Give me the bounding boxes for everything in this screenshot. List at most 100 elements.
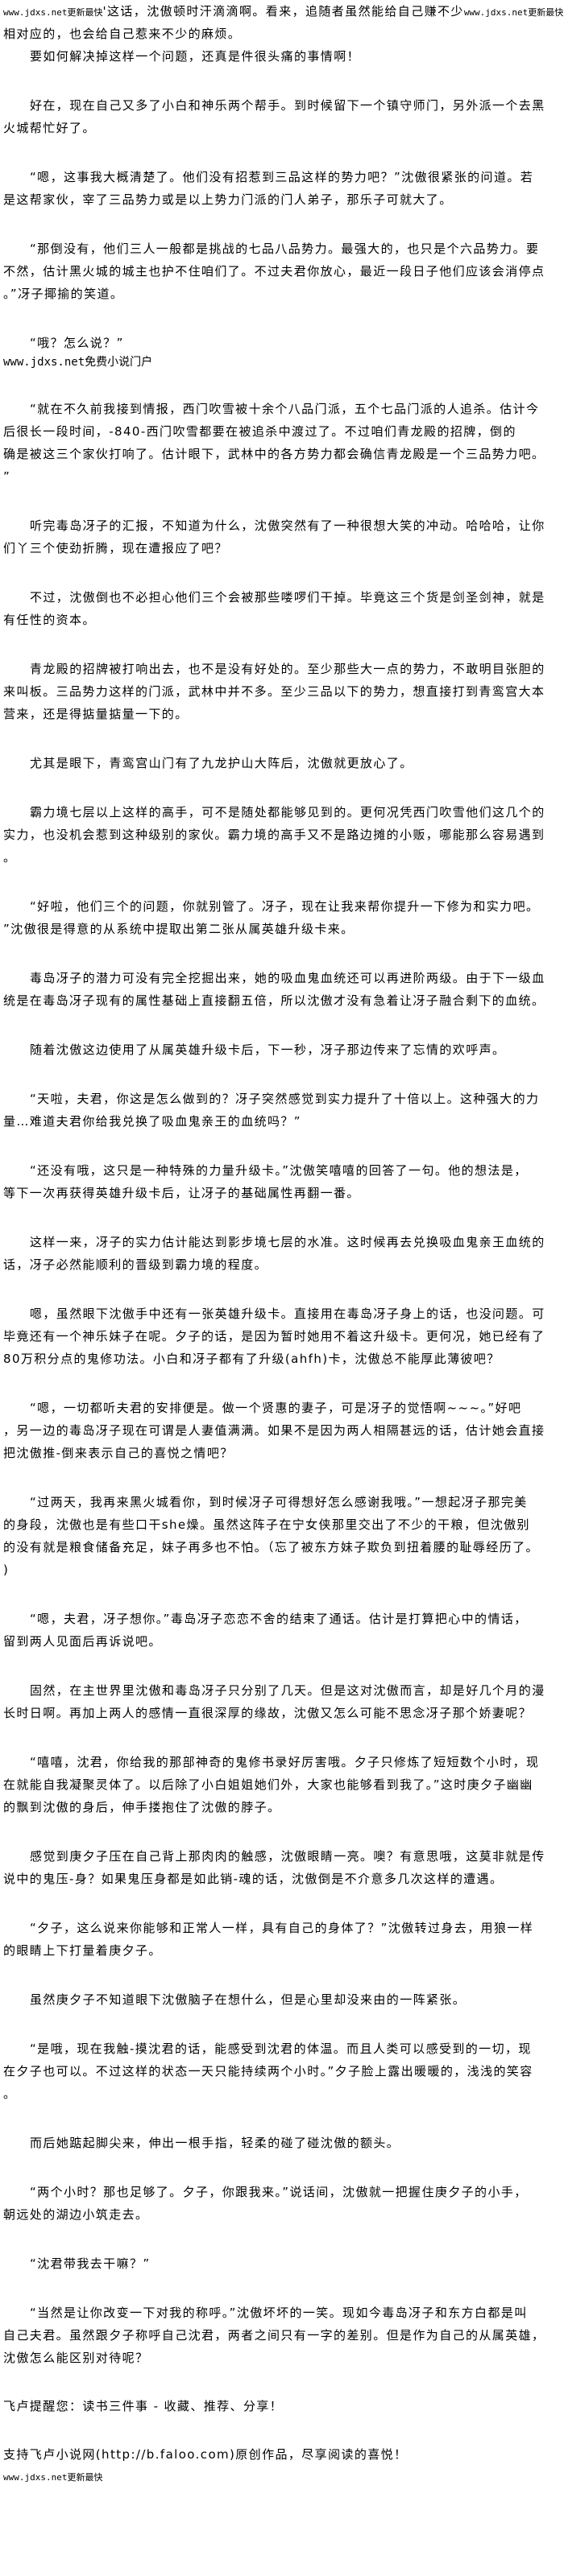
paragraph-line: ，另一边的毒岛冴子现在可谓是人妻值满满。如果不是因为两人相隔甚远的话，估计她会直… bbox=[3, 1423, 545, 1438]
paragraph: 听完毒岛冴子的汇报，不知道为什么，沈傲突然有了一种很想大笑的冲动。哈哈哈，让你们… bbox=[3, 514, 564, 559]
paragraph-line: 有任性的资本。 bbox=[3, 613, 96, 627]
paragraph-line: 这样一来，冴子的实力估计能达到影步境七层的水准。这时候再去兑换吸血鬼亲王血统的 bbox=[30, 1235, 545, 1249]
paragraph-line: 的飘到沈傲的身后，伸手搂抱住了沈傲的脖子。 bbox=[3, 1800, 281, 1814]
paragraph: 好在，现在自己又多了小白和神乐两个帮手。到时候留下一个镇守师门，另外派一个去黑火… bbox=[3, 94, 564, 139]
reminder-text: 飞卢提醒您：读书三件事 - 收藏、推荐、分享！ bbox=[3, 2399, 284, 2413]
paragraph: 要如何解决掉这样一个问题，还真是件很头痛的事情啊！ bbox=[3, 45, 564, 68]
paragraph-line: “天啦，夫君，你这是怎么做到的？冴子突然感觉到实力提升了十倍以上。这种强大的力 bbox=[30, 1092, 540, 1106]
paragraph-line: 相对应的，也会给自己惹来不少的麻烦。 bbox=[3, 27, 242, 41]
footer-reminder: 飞卢提醒您：读书三件事 - 收藏、推荐、分享！ bbox=[3, 2395, 564, 2417]
paragraph-line: 沈傲怎么能区别对待呢？ bbox=[3, 2351, 149, 2365]
paragraph: “天啦，夫君，你这是怎么做到的？冴子突然感觉到实力提升了十倍以上。这种强大的力量… bbox=[3, 1088, 564, 1133]
paragraph-line: 青龙殿的招牌被打响出去，也不是没有好处的。至少那些大一点的势力，不敢明目张胆的 bbox=[30, 662, 545, 676]
paragraph-line: 确是被这三个家伙打响了。估计眼下，武林中的各方势力都会确信青龙殿是一个三品势力吧… bbox=[3, 447, 545, 461]
paragraph-line: 不然，估计黑火城的城主也护不住咱们了。不过夫君你放心，最近一段日子他们应该会消停… bbox=[3, 264, 545, 279]
paragraph: “两个小时？那也足够了。夕子，你跟我来。”说话间，沈傲就一把握住庚夕子的小手， 朝… bbox=[3, 2181, 564, 2226]
paragraph: “那倒没有，他们三人一般都是挑战的七品八品势力。最强大的，也只是个六品势力。要不… bbox=[3, 237, 564, 305]
paragraph-line: 好在，现在自己又多了小白和神乐两个帮手。到时候留下一个镇守师门，另外派一个去黑 bbox=[30, 98, 545, 113]
opening-paragraph: www.jdxs.net更新最快 '这话，沈傲顿时汗滴滴啊。看来，追随者虽然能给… bbox=[3, 0, 564, 45]
paragraph-line: 实力，也没机会惹到这种级别的家伙。霸力境的高手又不是路边摊的小贩，哪能那么容易遇… bbox=[3, 828, 545, 842]
paragraph-line: 不过，沈傲倒也不必担心他们三个会被那些喽啰们干掉。毕竟这三个货是剑圣剑神，就是 bbox=[30, 590, 545, 605]
footer-support: 支持飞卢小说网(http://b.faloo.com)原创作品，尽享阅读的喜悦！ bbox=[3, 2443, 564, 2466]
paragraph-line: 在就能自我凝聚灵体了。以后除了小白姐姐她们外，大家也能够看到我了。”这时庚夕子幽… bbox=[3, 1777, 533, 1792]
paragraph-line: “那倒没有，他们三人一般都是挑战的七品八品势力。最强大的，也只是个六品势力。要 bbox=[30, 242, 540, 256]
paragraph: 嗯，虽然眼下沈傲手中还有一张英雄升级卡。直接用在毒岛冴子身上的话，也没问题。可毕… bbox=[3, 1302, 564, 1370]
paragraph: 毒岛冴子的潜力可没有完全挖掘出来，她的吸血鬼血统还可以再进阶两级。由于下一级血统… bbox=[3, 967, 564, 1012]
paragraph-line: 的眼睛上下打量着庚夕子。 bbox=[3, 1943, 162, 1958]
paragraph-line: 营来，还是得掂量掂量一下的。 bbox=[3, 707, 189, 721]
paragraph-line: 话，冴子必然能顺利的晋级到霸力境的程度。 bbox=[3, 1257, 268, 1272]
paragraph-line: ” bbox=[3, 469, 11, 484]
watermark-left: www.jdxs.net更新最快 bbox=[3, 7, 103, 18]
paragraph: “夕子，这么说来你能够和正常人一样，具有自己的身体了？”沈傲转过身去，用狼一样的… bbox=[3, 1917, 564, 1962]
paragraph: “当然是让你改变一下对我的称呼。”沈傲坏坏的一笑。现如今毒岛冴子和东方白都是叫自… bbox=[3, 2301, 564, 2369]
first-line: www.jdxs.net更新最快 '这话，沈傲顿时汗滴滴啊。看来，追随者虽然能给… bbox=[3, 0, 563, 23]
paragraph-line: 自己夫君。虽然跟夕子称呼自己沈君，两者之间只有一字的差别。但是作为自己的从属英雄… bbox=[3, 2328, 545, 2343]
paragraph-line: 的没有就是粮食储备充足，妹子再多也不怕。（忘了被东方妹子欺负到扭着腰的耻辱经历了… bbox=[3, 1540, 539, 1554]
support-text: 支持飞卢小说网(http://b.faloo.com)原创作品，尽享阅读的喜悦！ bbox=[3, 2447, 408, 2462]
footer-watermark: www.jdxs.net更新最快 bbox=[3, 2471, 564, 2485]
paragraph-line: “夕子，这么说来你能够和正常人一样，具有自己的身体了？”沈傲转过身去，用狼一样 bbox=[30, 1921, 534, 1935]
chapter-text: www.jdxs.net更新最快 '这话，沈傲顿时汗滴滴啊。看来，追随者虽然能给… bbox=[3, 0, 564, 2485]
paragraph: “过两天，我再来黑火城看你，到时候冴子可得想好怎么感谢我哦。”一想起冴子那完美的… bbox=[3, 1491, 564, 1581]
watermark-text: www.jdxs.net更新最快 bbox=[3, 2472, 103, 2483]
paragraph: “沈君带我去干嘛？” bbox=[3, 2252, 564, 2275]
paragraph-line: 说中的鬼压-身？如果鬼压身都是如此销-魂的话，沈傲倒是不介意多几次这样的遭遇。 bbox=[3, 1872, 504, 1886]
paragraph-line: 听完毒岛冴子的汇报，不知道为什么，沈傲突然有了一种很想大笑的冲动。哈哈哈，让你 bbox=[30, 518, 545, 533]
paragraph-line: 火城帮忙好了。 bbox=[3, 121, 96, 135]
paragraph-line: “嗯，夫君，冴子想你。”毒岛冴子恋恋不舍的结束了通话。估计是打算把心中的情话， bbox=[30, 1612, 528, 1626]
paragraph: 尤其是眼下，青鸾宫山门有了九龙护山大阵后，沈傲就更放心了。 bbox=[3, 752, 564, 774]
paragraph-line: 固然，在主世界里沈傲和毒岛冴子只分别了几天。但是这对沈傲而言，却是好几个月的漫 bbox=[30, 1683, 545, 1698]
paragraph-line: “是哦，现在我触-摸沈君的话，能感受到沈君的体温。而且人类可以感受到的一切，现 bbox=[30, 2041, 532, 2056]
paragraph-line: 长时日啊。再加上两人的感情一直很深厚的缘故，沈傲又怎么可能不思念冴子那个娇妻呢？ bbox=[3, 1706, 533, 1720]
paragraph: “哦？怎么说？” www.jdxs.net免费小说门户 bbox=[3, 332, 564, 371]
paragraph: 而后她踮起脚尖来，伸出一根手指，轻柔的碰了碰沈傲的额头。 bbox=[3, 2132, 564, 2154]
paragraph-line: 霸力境七层以上这样的高手，可不是随处都能够见到的。更何况凭西门吹雪他们这几个的 bbox=[30, 805, 545, 819]
paragraph-line: 统是在毒岛冴子现有的属性基础上直接翻五倍，所以沈傲才没有急着让冴子融合剩下的血统… bbox=[3, 993, 545, 1008]
paragraph-line: 等下一次再获得英雄升级卡后，让冴子的基础属性再翻一番。 bbox=[3, 1186, 360, 1200]
paragraph-line: 是这帮家伙，宰了三品势力或是以上势力门派的门人弟子，那乐子可就大了。 bbox=[3, 192, 453, 207]
paragraph-line: 要如何解决掉这样一个问题，还真是件很头痛的事情啊！ bbox=[30, 49, 361, 64]
paragraph-line: 。 bbox=[3, 850, 17, 865]
paragraph: “嗯，夫君，冴子想你。”毒岛冴子恋恋不舍的结束了通话。估计是打算把心中的情话， 留… bbox=[3, 1608, 564, 1653]
chapter-body: 要如何解决掉这样一个问题，还真是件很头痛的事情啊！ 好在，现在自己又多了小白和神乐… bbox=[3, 45, 564, 2369]
paragraph-line: 后很长一段时间，-840-西门吹雪都要在被追杀中渡过了。不过咱们青龙殿的招牌，倒… bbox=[3, 424, 516, 439]
paragraph-line: “当然是让你改变一下对我的称呼。”沈傲坏坏的一笑。现如今毒岛冴子和东方白都是叫 bbox=[30, 2306, 528, 2320]
paragraph-line: 而后她踮起脚尖来，伸出一根手指，轻柔的碰了碰沈傲的额头。 bbox=[30, 2136, 400, 2150]
paragraph-line: “过两天，我再来黑火城看你，到时候冴子可得想好怎么感谢我哦。”一想起冴子那完美 bbox=[30, 1495, 528, 1509]
paragraph: 固然，在主世界里沈傲和毒岛冴子只分别了几天。但是这对沈傲而言，却是好几个月的漫长… bbox=[3, 1679, 564, 1724]
site-ad-text: www.jdxs.net免费小说门户 bbox=[3, 356, 153, 369]
paragraph-line: “嗯，这事我大概清楚了。他们没有招惹到三品这样的势力吧？”沈傲很紧张的问道。若 bbox=[30, 170, 534, 184]
paragraph: 感觉到庚夕子压在自己背上那肉肉的触感，沈傲眼睛一亮。噢？有意思哦，这莫非就是传说… bbox=[3, 1845, 564, 1890]
paragraph-line: 留到两人见面后再诉说吧。 bbox=[3, 1634, 162, 1649]
paragraph-line: “还没有哦，这只是一种特殊的力量升级卡。”沈傲笑嘻嘻的回答了一句。他的想法是， bbox=[30, 1163, 528, 1178]
paragraph-line: 尤其是眼下，青鸾宫山门有了九龙护山大阵后，沈傲就更放心了。 bbox=[30, 756, 413, 770]
paragraph: 随着沈傲这边使用了从属英雄升级卡后，下一秒，冴子那边传来了忘情的欢呼声。 bbox=[3, 1038, 564, 1061]
paragraph: “嘻嘻，沈君，你给我的那部神奇的鬼修书录好厉害哦。夕子只修炼了短短数个小时，现在… bbox=[3, 1751, 564, 1818]
paragraph: “嗯，这事我大概清楚了。他们没有招惹到三品这样的势力吧？”沈傲很紧张的问道。若是… bbox=[3, 166, 564, 211]
paragraph-line: 80万积分点的鬼修功法。小白和冴子都有了升级(ahfh)卡，沈傲总不能厚此薄彼吧… bbox=[3, 1352, 500, 1366]
paragraph-line: 们丫三个使劲折腾，现在遭报应了吧？ bbox=[3, 541, 228, 555]
paragraph-line: 毒岛冴子的潜力可没有完全挖掘出来，她的吸血鬼血统还可以再进阶两级。由于下一级血 bbox=[30, 971, 545, 985]
paragraph: “好啦，他们三个的问题，你就别管了。冴子，现在让我来帮你提升一下修为和实力吧。”… bbox=[3, 895, 564, 940]
paragraph: 不过，沈傲倒也不必担心他们三个会被那些喽啰们干掉。毕竟这三个货是剑圣剑神，就是有… bbox=[3, 586, 564, 631]
paragraph-line: 把沈傲推-倒来表示自己的喜悦之情吧？ bbox=[3, 1446, 234, 1460]
paragraph-line: ) bbox=[3, 1563, 10, 1577]
paragraph-line: 在夕子也可以。不过这样的状态一天只能持续两个小时。”夕子脸上露出暖暖的，浅浅的笑… bbox=[3, 2064, 533, 2079]
first-line-text: '这话，沈傲顿时汗滴滴啊。看来，追随者虽然能给自己赚不少 bbox=[102, 4, 464, 19]
paragraph-line: 。”冴子揶揄的笑道。 bbox=[3, 287, 124, 301]
paragraph-line: “嘻嘻，沈君，你给我的那部神奇的鬼修书录好厉害哦。夕子只修炼了短短数个小时，现 bbox=[30, 1755, 540, 1769]
paragraph-line: 感觉到庚夕子压在自己背上那肉肉的触感，沈傲眼睛一亮。噢？有意思哦，这莫非就是传 bbox=[30, 1849, 545, 1864]
paragraph-line: “好啦，他们三个的问题，你就别管了。冴子，现在让我来帮你提升一下修为和实力吧。 bbox=[30, 899, 540, 914]
paragraph: “还没有哦，这只是一种特殊的力量升级卡。”沈傲笑嘻嘻的回答了一句。他的想法是， 等… bbox=[3, 1159, 564, 1204]
paragraph-line: “就在不久前我接到情报，西门吹雪被十余个八品门派，五个七品门派的人追杀。估计今 bbox=[30, 402, 540, 416]
paragraph-line: 朝远处的湖边小筑走去。 bbox=[3, 2207, 149, 2222]
paragraph-line: “嗯，一切都听夫君的安排便是。做一个贤惠的妻子，可是冴子的觉悟啊~~~。”好吧 bbox=[30, 1401, 522, 1415]
paragraph-line: “哦？怎么说？” bbox=[30, 336, 124, 350]
paragraph-line: 的身段，沈傲也是有些口干she燥。虽然这阵子在宁女侠那里交出了不少的干粮，但沈傲… bbox=[3, 1517, 530, 1532]
paragraph-line: “两个小时？那也足够了。夕子，你跟我来。”说话间，沈傲就一把握住庚夕子的小手， bbox=[30, 2185, 528, 2199]
paragraph-line: 毕竟还有一个神乐妹子在呢。夕子的话，是因为暂时她用不着这升级卡。更何况，她已经有… bbox=[3, 1329, 545, 1344]
paragraph: “就在不久前我接到情报，西门吹雪被十余个八品门派，五个七品门派的人追杀。估计今后… bbox=[3, 398, 564, 488]
paragraph-line: 随着沈傲这边使用了从属英雄升级卡后，下一秒，冴子那边传来了忘情的欢呼声。 bbox=[30, 1042, 506, 1057]
paragraph-line: 量…难道夫君你给我兑换了吸血鬼亲王的血统吗？” bbox=[3, 1114, 301, 1129]
